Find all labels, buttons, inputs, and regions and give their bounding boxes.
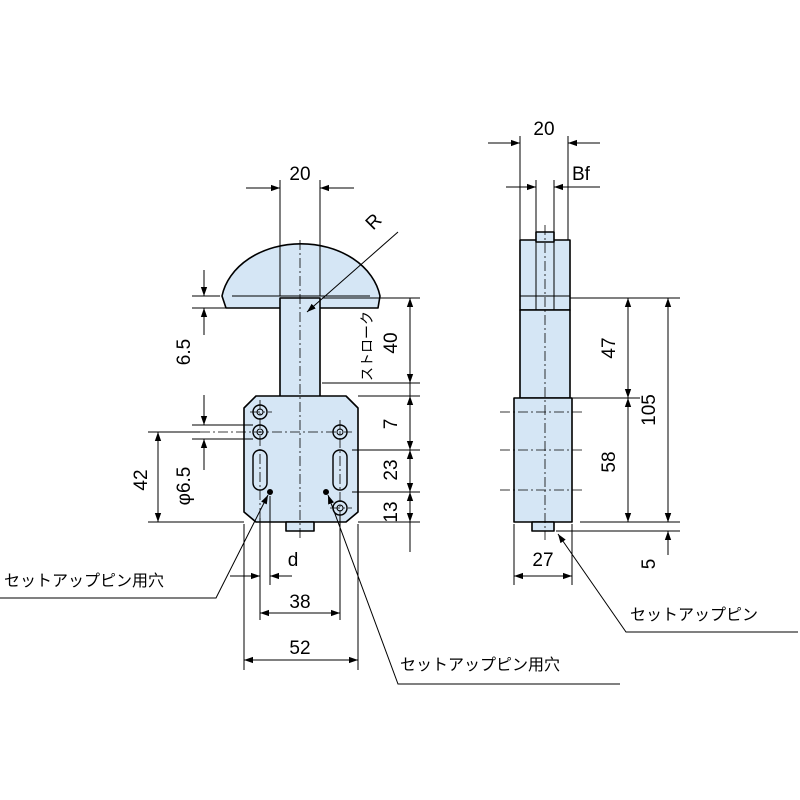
front-view: 20 R 40 ストローク 6.5 7 23 13 42	[0, 164, 620, 685]
dim-slot: 23	[381, 459, 402, 480]
side-pin	[531, 521, 555, 532]
note-setup-pin: セットアップピン	[630, 605, 758, 624]
leader-line	[557, 533, 798, 633]
leader-line	[327, 494, 620, 685]
side-dim-top-width: 20	[533, 119, 554, 140]
side-dim-base: 27	[532, 550, 553, 571]
side-view: 20 Bf 47 58 105 5 27 セットアップピン	[488, 119, 798, 633]
dim-radius: R	[362, 210, 387, 235]
side-dim-lower: 58	[599, 451, 620, 472]
dim-stroke: 40	[381, 332, 402, 353]
side-dim-pin: 5	[639, 559, 660, 570]
leader-line	[0, 494, 269, 599]
dim-height: 42	[131, 469, 152, 490]
side-dim-upper: 47	[599, 337, 620, 358]
note-left-hole: セットアップピン用穴	[4, 571, 164, 590]
setup-pin-hole	[267, 489, 273, 495]
dim-hole-dia: φ6.5	[174, 467, 195, 506]
note-right-hole: セットアップピン用穴	[400, 655, 560, 674]
side-dim-bf: Bf	[572, 164, 591, 185]
dim-width: 52	[289, 638, 310, 659]
side-body	[513, 397, 573, 523]
dim-offset: d	[288, 550, 299, 571]
side-dim-total: 105	[639, 394, 660, 426]
dim-pitch: 38	[289, 592, 310, 613]
dim-upper-gap: 7	[381, 419, 402, 430]
dim-stroke-note: ストローク	[360, 311, 376, 381]
dim-bottom-gap: 13	[381, 501, 402, 522]
setup-pin-hole	[323, 489, 329, 495]
radius-leader	[306, 231, 399, 313]
dim-top-width: 20	[289, 164, 310, 185]
dim-shoulder: 6.5	[174, 339, 195, 365]
clamp-head	[221, 243, 381, 309]
